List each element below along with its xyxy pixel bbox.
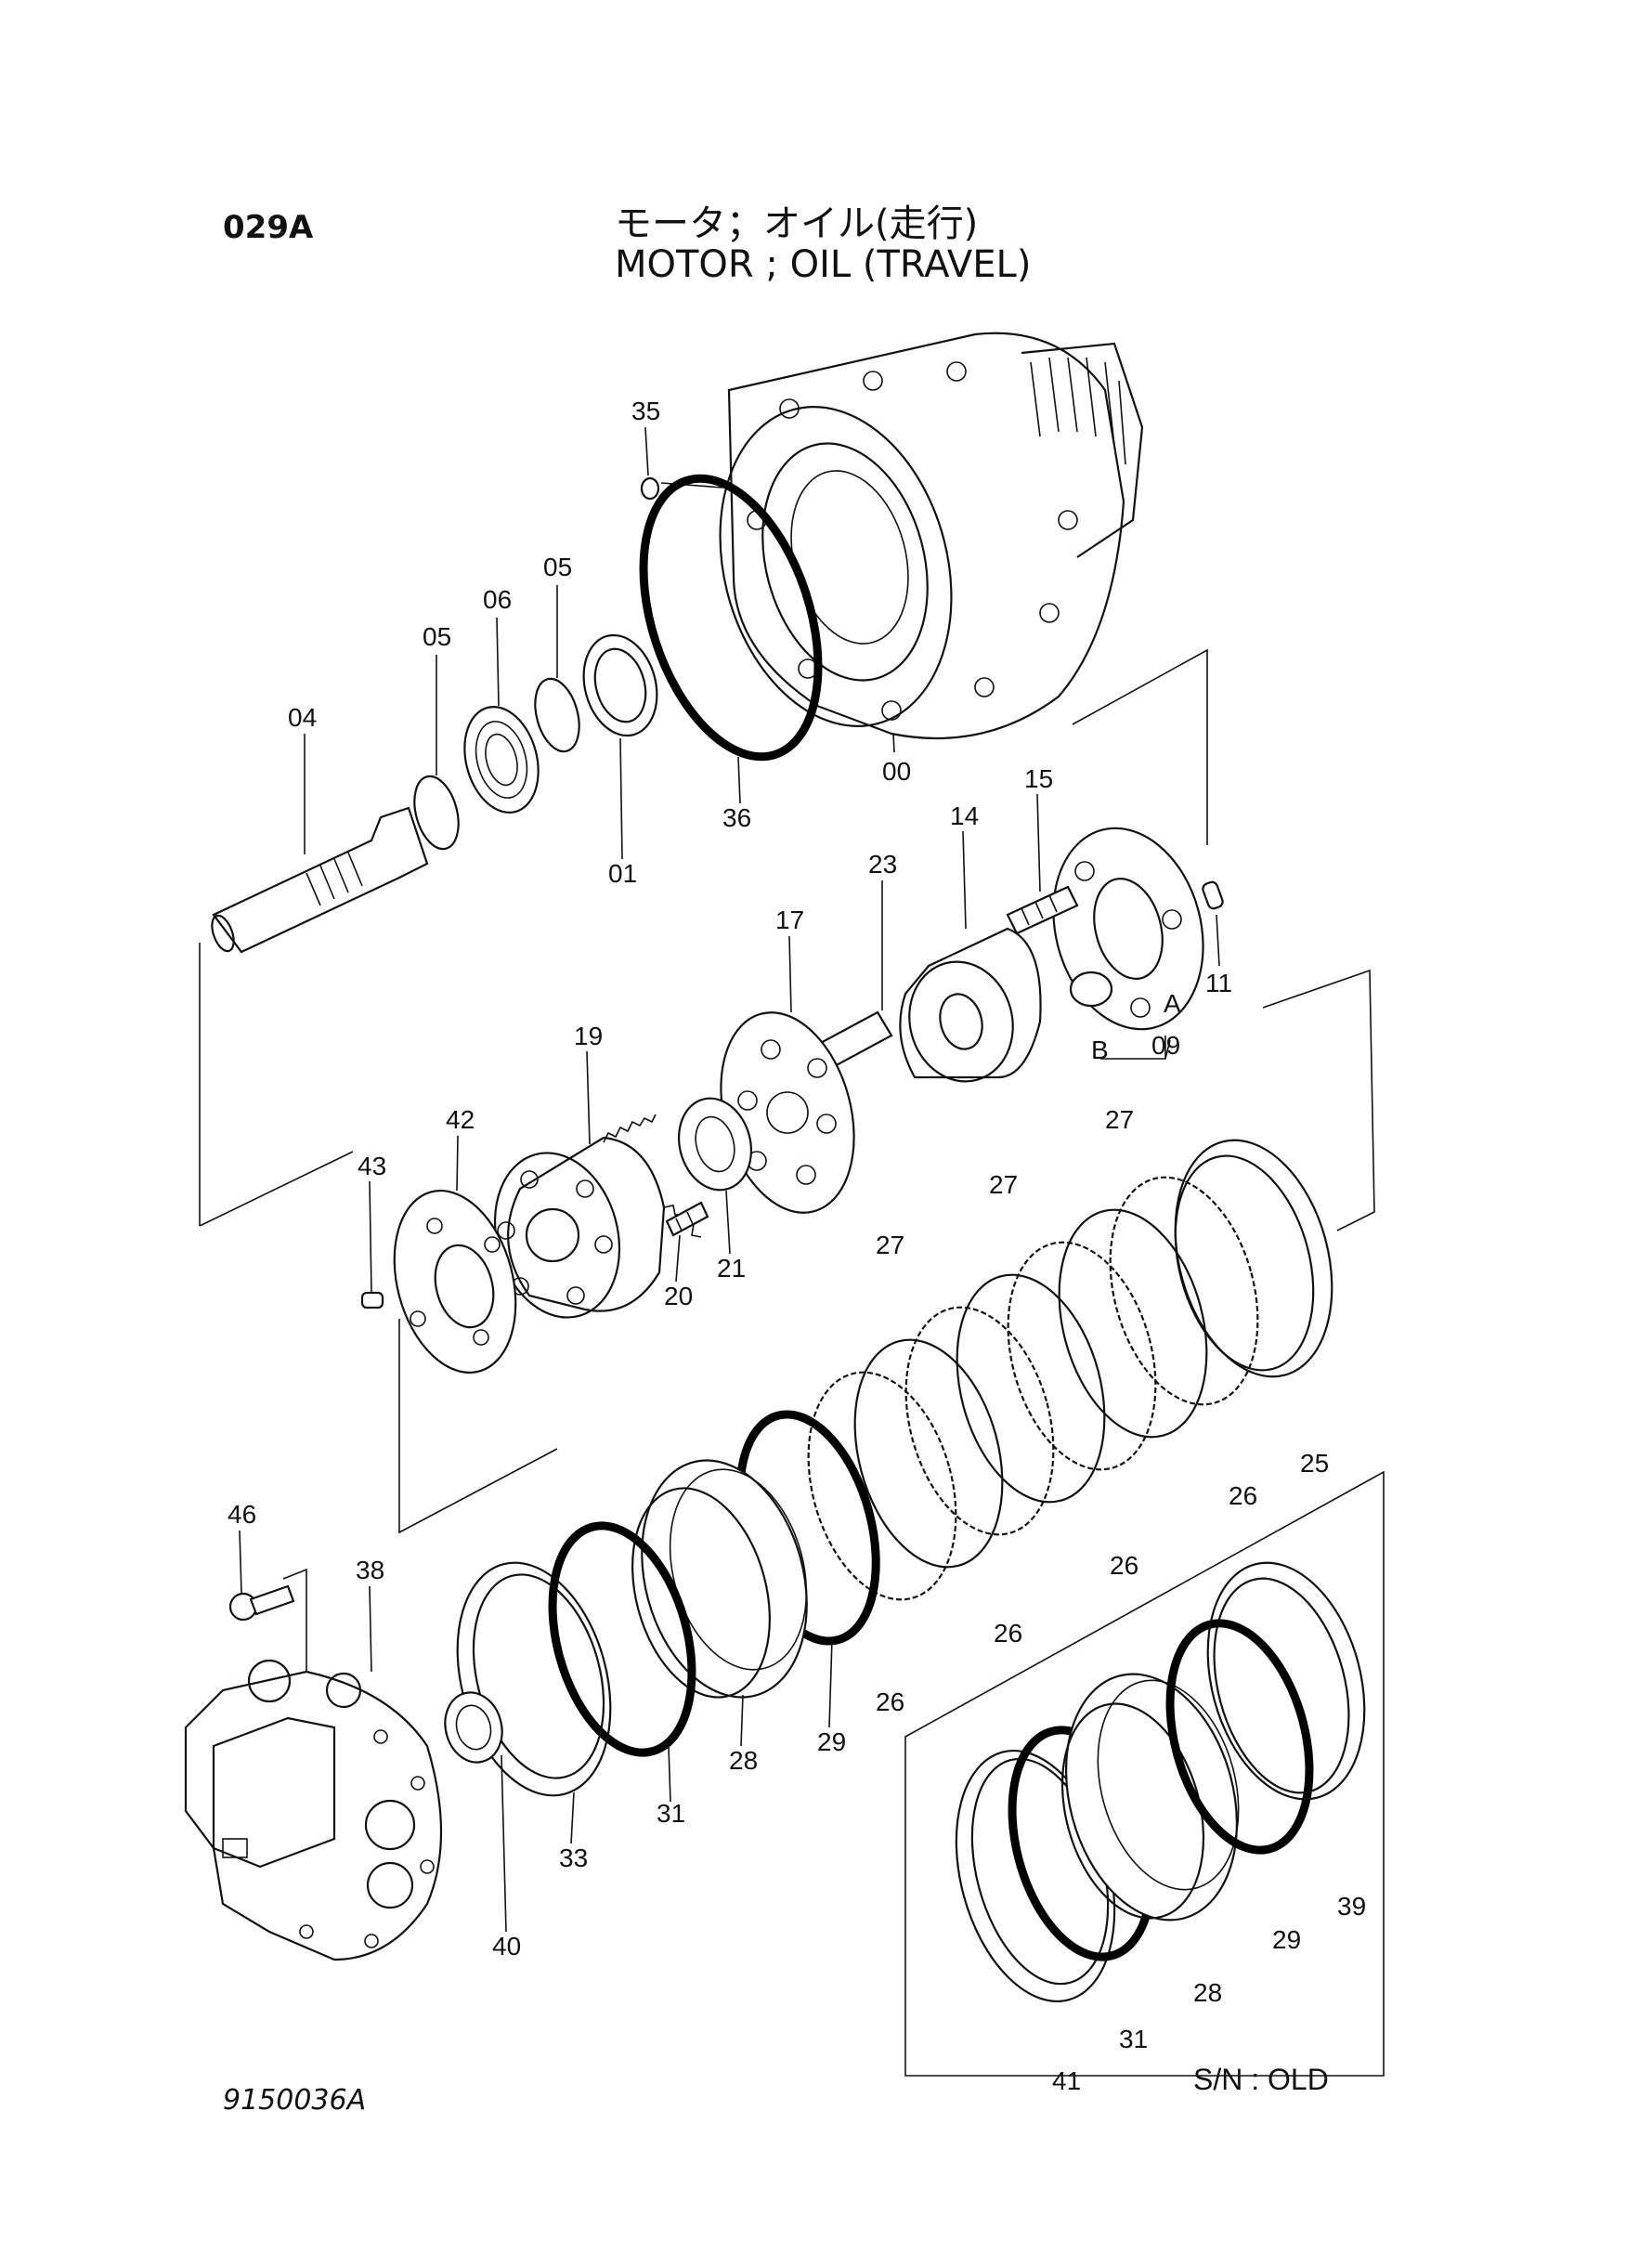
- callout-29: 29: [817, 1727, 846, 1756]
- callout-17: 17: [775, 905, 804, 934]
- part-bolt-46[interactable]: [228, 1584, 295, 1622]
- leader-left-2: [398, 1319, 558, 1534]
- callout-01: 01: [608, 859, 637, 888]
- drawing-number: 9150036A: [223, 2084, 367, 2117]
- callout-31: 31: [657, 1799, 685, 1828]
- inset-callout-28: 28: [1193, 1978, 1222, 2007]
- title-english: MOTOR ; OIL (TRAVEL): [615, 243, 1032, 286]
- callout-19: 19: [574, 1022, 603, 1050]
- part-piston-14[interactable]: [896, 927, 1042, 1093]
- part-bearing-06[interactable]: [453, 698, 549, 821]
- part-snap-ring-05b[interactable]: [527, 674, 586, 757]
- part-spring-20[interactable]: [665, 1201, 709, 1237]
- part-oring-36[interactable]: [611, 456, 850, 778]
- leader-09: [1100, 1036, 1171, 1060]
- callout-23: 23: [868, 850, 897, 879]
- callout-26b: 26: [1110, 1551, 1138, 1580]
- callout-06: 06: [483, 585, 512, 614]
- callout-40: 40: [492, 1932, 521, 1961]
- part-pin-11[interactable]: [1202, 880, 1225, 910]
- inset-callout-39: 39: [1337, 1892, 1366, 1921]
- callout-leaders: [239, 426, 1220, 1933]
- part-shaft-04[interactable]: [208, 806, 429, 954]
- leader-upper-right: [1072, 648, 1208, 845]
- title-japanese: モータ；オイル(走行): [615, 202, 979, 245]
- inset-callout-31: 31: [1119, 2025, 1148, 2053]
- callout-15: 15: [1024, 764, 1053, 793]
- page-code: 029A: [223, 209, 314, 246]
- part-friction-stack[interactable]: [785, 1161, 1281, 1616]
- callout-36: 36: [722, 803, 751, 832]
- part-pin-43[interactable]: [360, 1291, 384, 1309]
- part-B-cap[interactable]: [1069, 971, 1113, 1008]
- callout-28: 28: [729, 1746, 758, 1775]
- callout-00: 00: [882, 757, 911, 786]
- part-bearing-40[interactable]: [437, 1687, 510, 1769]
- callout-14: 14: [950, 801, 979, 830]
- part-housing-00[interactable]: [686, 332, 1144, 752]
- part-valve-plate-09[interactable]: [1032, 812, 1225, 1047]
- callout-35: 35: [631, 397, 660, 425]
- part-seal-01[interactable]: [573, 627, 668, 744]
- callout-26d: 26: [876, 1687, 904, 1716]
- callout-27c: 27: [1105, 1105, 1134, 1134]
- leader-right: [1262, 969, 1375, 1231]
- callout-04: 04: [288, 703, 317, 732]
- inset-label: S/N : OLD: [1193, 2063, 1329, 2096]
- inset-callout-29: 29: [1272, 1925, 1301, 1954]
- part-brake-piston-28[interactable]: [611, 1441, 832, 1715]
- callout-26a: 26: [1229, 1481, 1257, 1510]
- callout-20: 20: [664, 1282, 693, 1310]
- callout-05a: 05: [423, 622, 451, 651]
- callout-26c: 26: [994, 1619, 1022, 1648]
- inset-old-sn: [904, 1470, 1389, 2077]
- callout-43: 43: [358, 1152, 386, 1180]
- part-snap-ring-05a[interactable]: [407, 772, 465, 854]
- part-oring-31[interactable]: [529, 1510, 715, 1768]
- callout-33: 33: [559, 1844, 588, 1872]
- callout-38: 38: [356, 1556, 384, 1584]
- callout-sub-A: A: [1164, 989, 1181, 1018]
- part-retainer-17[interactable]: [700, 997, 875, 1228]
- inset-piston-28[interactable]: [1040, 1655, 1263, 1939]
- callout-25: 25: [1300, 1449, 1329, 1478]
- inset-callout-41: 41: [1052, 2066, 1081, 2095]
- callout-42: 42: [446, 1105, 475, 1134]
- callout-21: 21: [717, 1254, 746, 1283]
- callout-05b: 05: [543, 553, 572, 581]
- part-cylinder-block-19[interactable]: [477, 1114, 702, 1332]
- callout-11: 11: [1205, 969, 1232, 997]
- callout-sub-B: B: [1091, 1036, 1109, 1064]
- part-swash-plate-42[interactable]: [375, 1177, 535, 1386]
- callout-27a: 27: [876, 1231, 904, 1259]
- leader-46: [282, 1568, 307, 1681]
- part-ring-33[interactable]: [434, 1545, 635, 1813]
- callout-27b: 27: [989, 1170, 1018, 1199]
- callout-46: 46: [228, 1500, 256, 1529]
- callout-09: 09: [1151, 1031, 1180, 1060]
- part-spring-15[interactable]: [1006, 885, 1079, 935]
- inset-ring-39[interactable]: [1183, 1545, 1389, 1818]
- part-bushing-21[interactable]: [669, 1090, 761, 1198]
- leader-left-1: [199, 1151, 354, 1227]
- part-valve-cover-38[interactable]: [184, 1659, 443, 1961]
- callout-labels: 00 01 04 05 05 06 09 11 14 15 17 19 20 2…: [228, 397, 1366, 2096]
- part-ring-25[interactable]: [1151, 1123, 1357, 1395]
